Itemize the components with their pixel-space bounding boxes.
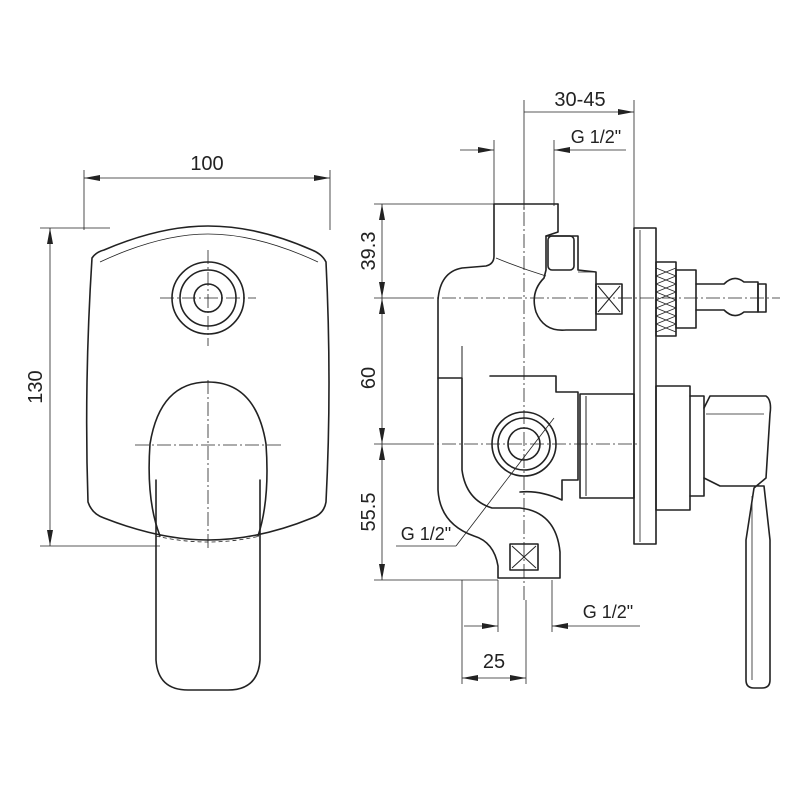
dim-front-height-label: 130 xyxy=(25,370,47,403)
dim-top-distance: 39.3 xyxy=(358,232,380,271)
knurled-knob[interactable] xyxy=(655,261,767,337)
side-dimensions: 30-45 G 1/2" 39.3 60 55.5 G 1/2" G 1/2 xyxy=(358,89,640,684)
diverter-stem xyxy=(595,283,623,315)
wall-plate xyxy=(633,227,657,545)
dim-front-width: 100 xyxy=(83,153,331,230)
cover-plate xyxy=(85,225,330,541)
diverter-body xyxy=(533,235,597,331)
mixer-body xyxy=(489,375,579,501)
dim-bottom-distance: 55.5 xyxy=(358,493,380,532)
dim-front-height: 130 xyxy=(25,227,160,547)
front-view: 100 130 xyxy=(25,153,331,691)
side-view xyxy=(396,190,780,689)
dim-middle-distance: 60 xyxy=(358,367,380,389)
dim-bottom-thread: G 1/2" xyxy=(583,602,633,622)
side-lever[interactable] xyxy=(703,395,772,689)
dim-top-thread: G 1/2" xyxy=(571,127,621,147)
top-inlet xyxy=(437,203,495,379)
dim-depth-range: 30-45 xyxy=(554,89,605,111)
dim-front-width-label: 100 xyxy=(190,153,223,175)
dim-bottom-offset: 25 xyxy=(483,651,505,673)
dim-left-thread: G 1/2" xyxy=(401,524,451,544)
